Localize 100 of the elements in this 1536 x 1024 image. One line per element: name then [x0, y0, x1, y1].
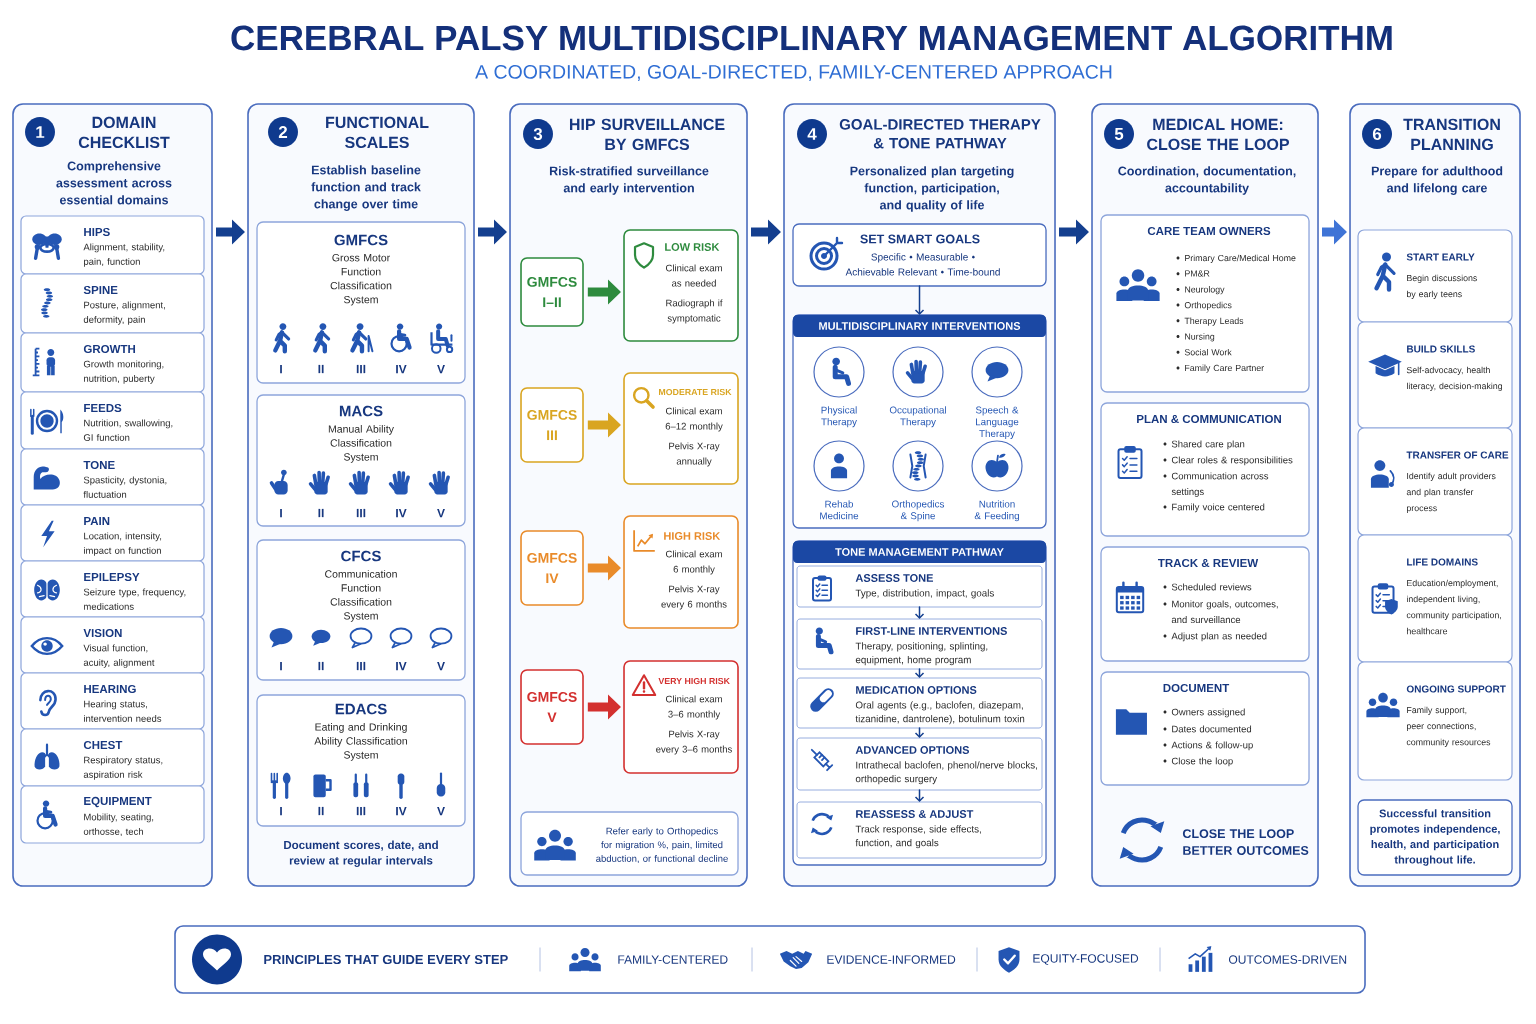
risk-text: Pelvis X-ray annually	[669, 442, 720, 467]
list-item: Family Care Partner	[1185, 364, 1264, 373]
card-title: TONE	[83, 460, 115, 470]
number-badge: 5	[1104, 119, 1134, 149]
level-label: I	[280, 661, 282, 671]
column-heading: HIP SURVEILLANCE BY GMFCS	[570, 118, 725, 151]
scale-subtitle: Gross Motor Function Classification System	[330, 254, 392, 306]
summary-box: Successful transition promotes independence, health, and participation throughout life.	[1357, 799, 1513, 876]
scale-title: EDACS	[335, 703, 387, 715]
level-label: II	[318, 806, 324, 816]
card-title: HEARING	[84, 684, 136, 694]
risk-text: Clinical exam 3–6 monthly	[665, 695, 722, 720]
subtitle: A COORDINATED, GOAL-DIRECTED, FAMILY-CENTERED APPROACH	[475, 64, 1112, 82]
scale-title: CFCS	[341, 550, 381, 562]
column-subtitle: Establish baseline function and track change over time	[311, 165, 421, 211]
principle-label: FAMILY-CENTERED	[618, 955, 728, 964]
level-label: V	[437, 806, 445, 816]
card-text: Family support, peer connections, community resources	[1406, 706, 1491, 747]
level-label: IV	[396, 806, 407, 816]
card-text: Identify adult providers and plan transfer process	[1406, 472, 1496, 513]
principle-label: OUTCOMES-DRIVEN	[1229, 955, 1347, 964]
list-item: Actions & follow-up	[1171, 741, 1253, 751]
card-title: TRACK & REVIEW	[1158, 558, 1259, 568]
card-title: GROWTH	[83, 344, 135, 354]
list-item: Scheduled reviews	[1171, 583, 1252, 591]
list-item: Clear roles & responsibilities	[1171, 456, 1293, 466]
level-label: I	[280, 508, 282, 518]
card-title: BUILD SKILLS	[1407, 345, 1475, 353]
card-title: DOCUMENT	[1163, 683, 1230, 693]
risk-text: Clinical exam 6–12 monthly	[665, 407, 723, 432]
step-text: Type, distribution, impact, goals	[855, 589, 994, 599]
step-text: Therapy, positioning, splinting, equipment, home program	[855, 642, 988, 666]
principle-label: EQUITY-FOCUSED	[1033, 954, 1139, 965]
level-label: II	[318, 364, 324, 374]
list-item: Shared care plan	[1171, 440, 1245, 450]
card-title: TRANSFER OF CARE	[1406, 451, 1509, 459]
list-item: Orthopedics	[1184, 301, 1232, 310]
list-item: Adjust plan as needed	[1171, 632, 1267, 642]
risk-text: Clinical exam as needed	[665, 264, 722, 287]
arrow	[914, 727, 925, 738]
level-label: III	[356, 508, 366, 518]
level-box: GMFCS I–II	[520, 257, 584, 327]
discipline-label: Speech & Language Therapy	[975, 406, 1019, 439]
level-label: II	[318, 508, 324, 518]
level-label: V	[437, 508, 445, 518]
card-title: EQUIPMENT	[84, 796, 152, 808]
number-badge: 3	[523, 119, 553, 149]
list-item: Monitor goals, outcomes, and surveillance	[1171, 600, 1278, 624]
column-subtitle: Coordination, documentation, accountability	[1118, 166, 1296, 195]
card-text: Posture, alignment, deformity, pain	[83, 301, 165, 325]
title: CEREBRAL PALSY MULTIDISCIPLINARY MANAGEMENT ALGORITHM	[231, 25, 1392, 51]
panel-header: TONE MANAGEMENT PATHWAY	[793, 541, 1046, 563]
risk-title: LOW RISK	[665, 243, 720, 251]
card-title: CHEST	[83, 740, 123, 750]
goal-title: SET SMART GOALS	[860, 234, 980, 244]
card-text: Growth monitoring, nutrition, puberty	[83, 360, 164, 384]
card-text: Seizure type, frequency, medications	[83, 588, 186, 610]
risk-text: Clinical exam 6 monthly	[665, 550, 722, 575]
card-text: Begin discussions by early teens	[1407, 274, 1477, 299]
list-item: Family voice centered	[1172, 503, 1265, 513]
step-text: Oral agents (e.g., baclofen, diazepam, tizanidine, dantrolene), botulinum toxin	[855, 701, 1025, 725]
step-title: REASSESS & ADJUST	[856, 810, 974, 818]
level-label: IV	[396, 364, 407, 374]
level-box: GMFCS IV	[520, 530, 584, 606]
card-title: PLAN & COMMUNICATION	[1137, 414, 1281, 424]
list-item: Neurology	[1185, 286, 1225, 295]
column-subtitle: Prepare for adulthood and lifelong care	[1371, 166, 1503, 195]
column-heading: FUNCTIONAL SCALES	[326, 116, 429, 149]
card-title: EPILEPSY	[84, 572, 140, 582]
card-title: SPINE	[83, 285, 118, 295]
risk-text: Pelvis X-ray every 6 months	[661, 585, 727, 610]
level-label: III	[356, 364, 366, 374]
number-badge: 1	[25, 117, 55, 147]
list-item: Communication across settings	[1171, 472, 1269, 497]
card-title: ONGOING SUPPORT	[1406, 685, 1506, 693]
level-label: IV	[396, 661, 407, 671]
card-title: VISION	[83, 628, 122, 638]
risk-title: HIGH RISK	[664, 532, 721, 540]
card-text: Alignment, stability, pain, function	[83, 243, 165, 267]
loop-text: CLOSE THE LOOP BETTER OUTCOMES	[1182, 829, 1309, 855]
list-item: Nursing	[1185, 333, 1215, 342]
level-label: IV	[396, 508, 407, 518]
number-badge: 4	[797, 119, 827, 149]
level-label: III	[356, 661, 366, 671]
level-label: II	[318, 661, 324, 671]
list-item: Dates documented	[1172, 725, 1252, 733]
arrow	[914, 285, 925, 315]
level-label: III	[356, 806, 366, 816]
column-heading: DOMAIN CHECKLIST	[78, 116, 170, 149]
principle-label: EVIDENCE-INFORMED	[827, 955, 956, 964]
card-text: Visual function, acuity, alignment	[83, 644, 155, 668]
step-text: Track response, side effects, function, and goals	[855, 825, 981, 849]
arrow	[914, 668, 925, 678]
step-title: FIRST-LINE INTERVENTIONS	[856, 627, 1007, 635]
arrow	[914, 789, 925, 802]
discipline-label: Occupational Therapy	[889, 406, 946, 428]
level-label: I	[280, 806, 282, 816]
column-subtitle: Risk-stratified surveillance and early intervention	[549, 166, 709, 195]
column-heading: GOAL-DIRECTED THERAPY & TONE PATHWAY	[839, 119, 1041, 149]
scale-title: GMFCS	[334, 234, 388, 246]
